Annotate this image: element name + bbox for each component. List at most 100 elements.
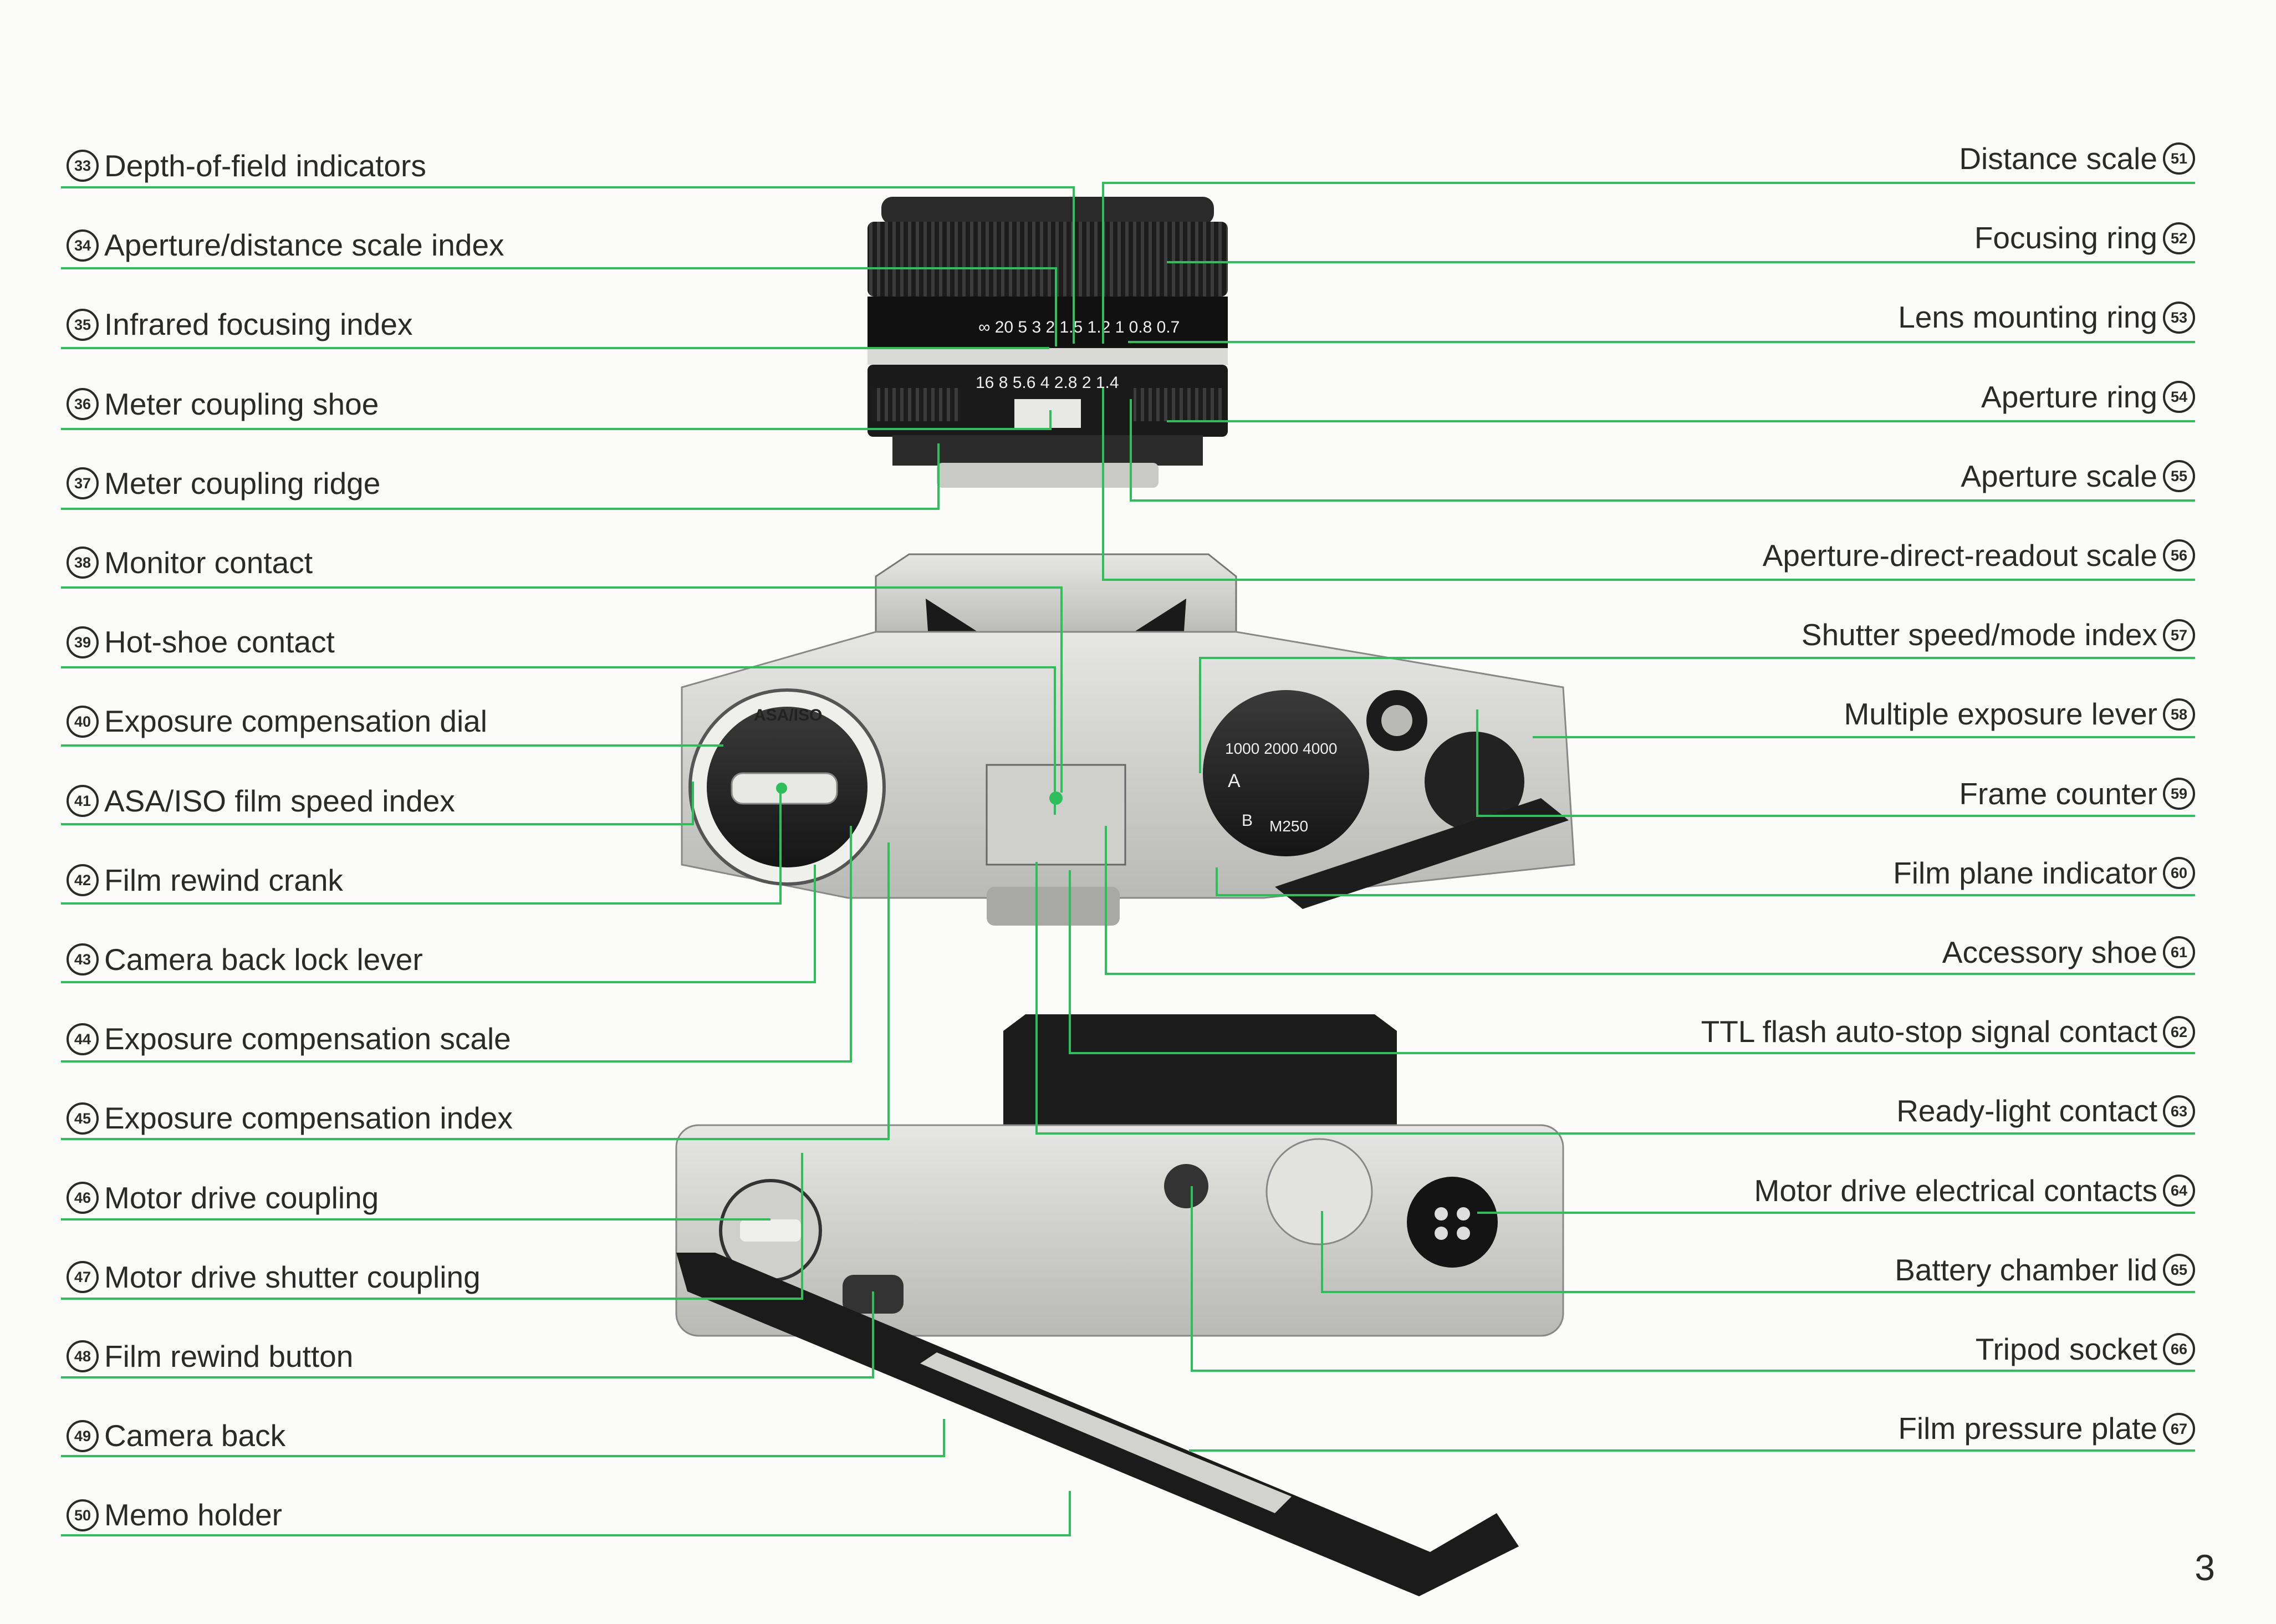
callout-text-63: Ready-light contact [1896, 1094, 2157, 1128]
callout-text-62: TTL flash auto-stop signal contact [1701, 1014, 2157, 1049]
callout-number-63: 63 [2163, 1095, 2195, 1127]
callout-number-42: 42 [67, 864, 99, 896]
callout-number-58: 58 [2163, 698, 2195, 731]
callout-text-67: Film pressure plate [1898, 1411, 2157, 1446]
callout-number-40: 40 [67, 706, 99, 738]
callout-number-66: 66 [2163, 1333, 2195, 1365]
callout-number-55: 55 [2163, 460, 2195, 492]
callout-label-49: 49Camera back [61, 1418, 285, 1452]
callout-label-50: 50Memo holder [61, 1498, 282, 1531]
callout-number-67: 67 [2163, 1413, 2195, 1445]
shutter-dial-mode-m: M250 [1269, 818, 1308, 835]
film-pressure-plate-illustration [920, 1352, 1292, 1513]
callout-number-52: 52 [2163, 222, 2195, 254]
distance-scale-marks: ∞ 20 5 3 2 1.5 1.2 1 0.8 0.7 [978, 318, 1180, 336]
callout-label-63: Ready-light contact63 [1896, 1094, 2201, 1127]
callout-text-48: Film rewind button [104, 1339, 353, 1373]
tripod-socket-illustration [1164, 1164, 1208, 1208]
callout-number-49: 49 [67, 1420, 99, 1452]
callout-text-58: Multiple exposure lever [1844, 697, 2157, 731]
callout-text-42: Film rewind crank [104, 863, 343, 897]
callout-number-60: 60 [2163, 857, 2195, 889]
battery-chamber-lid-illustration [1267, 1139, 1372, 1244]
callout-number-33: 33 [67, 150, 99, 182]
page-number: 3 [2195, 1546, 2215, 1589]
callout-number-64: 64 [2163, 1174, 2195, 1207]
callout-label-45: 45Exposure compensation index [61, 1101, 513, 1134]
asa-dial-label: ASA/ISO [754, 706, 822, 724]
callout-text-38: Monitor contact [104, 545, 313, 580]
callout-number-39: 39 [67, 626, 99, 658]
shutter-dial-speeds: 1000 2000 4000 [1225, 740, 1337, 757]
callout-text-40: Exposure compensation dial [104, 704, 487, 738]
callout-text-50: Memo holder [104, 1498, 282, 1532]
callout-text-65: Battery chamber lid [1895, 1253, 2157, 1287]
aperture-scale-marks: 16 8 5.6 4 2.8 2 1.4 [976, 374, 1119, 392]
lens-bayonet [937, 463, 1159, 488]
callout-number-65: 65 [2163, 1254, 2195, 1286]
callout-text-46: Motor drive coupling [104, 1181, 379, 1215]
callout-number-34: 34 [67, 229, 99, 262]
callout-text-34: Aperture/distance scale index [104, 228, 504, 262]
callout-text-45: Exposure compensation index [104, 1101, 513, 1135]
callout-text-51: Distance scale [1959, 141, 2157, 176]
callout-label-59: Frame counter59 [1959, 777, 2201, 810]
callout-number-59: 59 [2163, 778, 2195, 810]
callout-label-38: 38Monitor contact [61, 545, 313, 579]
callout-number-54: 54 [2163, 381, 2195, 413]
callout-label-47: 47Motor drive shutter coupling [61, 1260, 481, 1293]
focusing-ring-illustration [867, 222, 1228, 297]
callout-number-53: 53 [2163, 302, 2195, 334]
callout-text-57: Shutter speed/mode index [1802, 617, 2157, 652]
callout-text-53: Lens mounting ring [1898, 300, 2157, 334]
lens-mounting-ring-illustration [867, 348, 1228, 365]
body-bottom-prism [1003, 1014, 1397, 1136]
shutter-dial-mode-b: B [1242, 811, 1253, 830]
callout-text-37: Meter coupling ridge [104, 466, 380, 501]
meter-coupling-shoe-illustration [1014, 399, 1081, 428]
callout-number-50: 50 [67, 1499, 99, 1531]
callout-label-57: Shutter speed/mode index57 [1802, 617, 2201, 651]
callout-text-33: Depth-of-field indicators [104, 149, 426, 183]
callout-text-61: Accessory shoe [1942, 935, 2157, 969]
callout-text-44: Exposure compensation scale [104, 1022, 511, 1056]
callout-number-51: 51 [2163, 142, 2195, 175]
callout-text-41: ASA/ISO film speed index [104, 784, 455, 818]
callout-number-37: 37 [67, 467, 99, 499]
callout-label-55: Aperture scale55 [1961, 459, 2201, 492]
callout-text-39: Hot-shoe contact [104, 625, 335, 659]
callout-text-36: Meter coupling shoe [104, 387, 379, 421]
callout-text-56: Aperture-direct-readout scale [1763, 538, 2157, 573]
callout-text-43: Camera back lock lever [104, 942, 423, 977]
callout-number-61: 61 [2163, 936, 2195, 968]
lens-mount-stub [987, 887, 1120, 926]
callout-text-59: Frame counter [1959, 777, 2157, 811]
callout-number-36: 36 [67, 388, 99, 420]
callout-label-56: Aperture-direct-readout scale56 [1763, 538, 2201, 571]
callout-text-60: Film plane indicator [1893, 856, 2157, 890]
callout-text-52: Focusing ring [1974, 221, 2157, 255]
callout-text-49: Camera back [104, 1418, 285, 1453]
callout-number-38: 38 [67, 547, 99, 579]
callout-number-48: 48 [67, 1340, 99, 1372]
callout-number-44: 44 [67, 1023, 99, 1055]
callout-number-62: 62 [2163, 1016, 2195, 1048]
callout-number-57: 57 [2163, 619, 2195, 651]
